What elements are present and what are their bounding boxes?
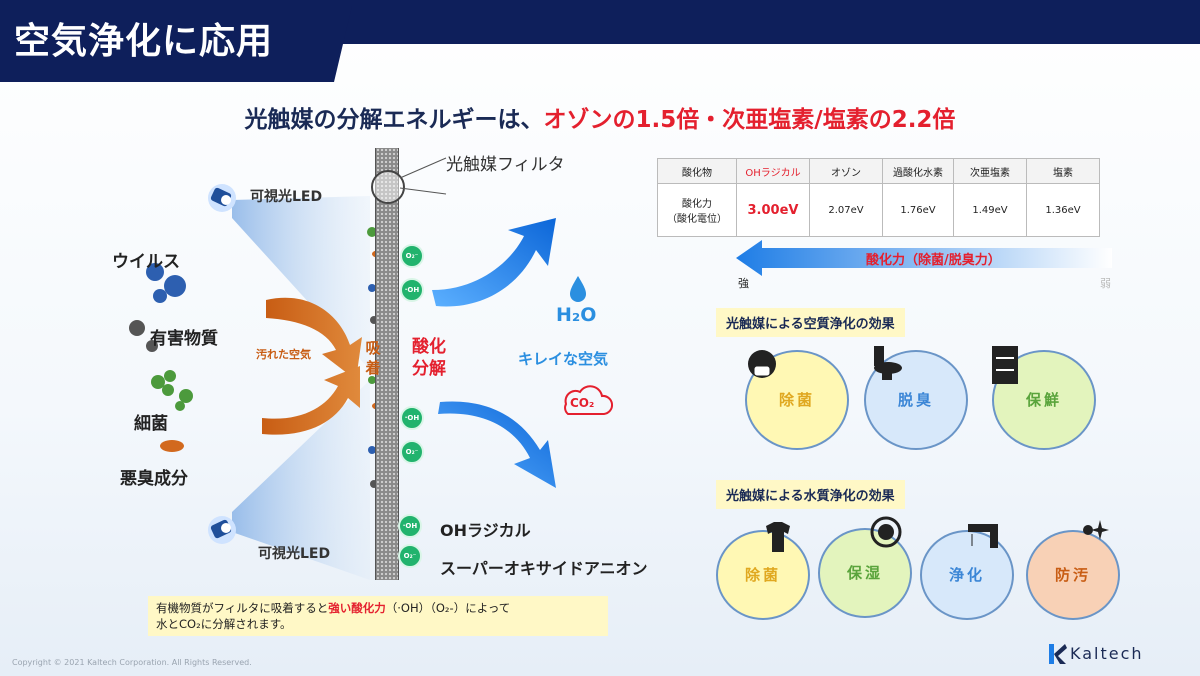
led-icon-top (208, 184, 236, 212)
row-label-main: 酸化力 (682, 199, 712, 210)
title-tab: 空気浄化に応用 (0, 6, 352, 82)
table-cell: 1.76eV (882, 183, 954, 237)
water-effect-purify: 浄化 (920, 530, 1014, 620)
table-cell: 1.36eV (1026, 183, 1100, 237)
face-care-icon (870, 516, 902, 548)
brand-name: Kaltech (1070, 644, 1144, 663)
bacteria-icon (151, 370, 193, 411)
page-title: 空気浄化に応用 (14, 21, 274, 62)
water-effect-sterilize: 除菌 (716, 530, 810, 620)
oxidation-table: 酸化物 OHラジカル オゾン 過酸化水素 次亜塩素 塩素 酸化力 （酸化電位） … (657, 158, 1100, 237)
table-cell: 1.49eV (953, 183, 1027, 237)
weak-label: 弱 (1100, 277, 1111, 290)
note-text1: 有機物質がフィルタに吸着すると (156, 601, 329, 615)
note-text2: （·OH）（O₂-）によって (385, 601, 511, 615)
dirty-air-arrow-top (266, 297, 362, 380)
headline-part1: 光触媒の分解エネルギーは、 (244, 107, 544, 133)
filter-magnifier (371, 170, 405, 204)
table-cell: 2.07eV (809, 183, 883, 237)
dirty-air-label: 汚れた空気 (256, 348, 311, 361)
odor-icon (160, 440, 184, 452)
pollutant-harmful: 有害物質 (150, 329, 218, 349)
oxidize-label: 酸化分解 (412, 337, 446, 379)
virus-icon (146, 263, 186, 303)
note-text3: 水とCO₂に分解されます。 (156, 617, 292, 631)
oxidation-label: 酸化力（除菌/脱臭力） (866, 253, 1001, 268)
adsorb-label: 吸着 (365, 339, 381, 377)
ion-oh: ·OH (400, 278, 424, 302)
mask-person-icon (748, 350, 776, 378)
clean-air-label: キレイな空気 (518, 350, 609, 368)
clean-air-arrow-up (432, 218, 556, 307)
ion-o2: O₂⁻ (400, 244, 424, 268)
explanation-note: 有機物質がフィルタに吸着すると強い酸化力（·OH）（O₂-）によって 水とCO₂… (148, 596, 608, 636)
strong-label: 強 (738, 277, 749, 290)
water-drop-icon (570, 276, 586, 302)
faucet-icon (968, 524, 998, 548)
air-effects-title: 光触媒による空質浄化の効果 (716, 308, 905, 337)
table-header: オゾン (809, 158, 883, 184)
harmful-substance-icon (129, 320, 158, 352)
dirty-air-arrow-bottom (262, 366, 360, 435)
diagram-graphics (129, 184, 613, 580)
sparkle-icon (1083, 520, 1109, 540)
clean-air-arrow-down (438, 401, 556, 488)
led-icon-bottom (208, 516, 236, 544)
row-label-sub: （酸化電位） (667, 214, 727, 225)
ion-oh: ·OH (400, 406, 424, 430)
clothes-icon (766, 522, 790, 552)
toilet-icon (874, 346, 902, 380)
water-effects-title: 光触媒による水質浄化の効果 (716, 480, 905, 509)
refrigerator-icon (992, 346, 1018, 384)
pollutant-virus: ウイルス (112, 252, 180, 272)
table-header: 次亜塩素 (953, 158, 1027, 184)
ion-oh-legend: ·OH (398, 514, 422, 538)
table-row-label: 酸化力 （酸化電位） (657, 183, 737, 237)
table-header: 塩素 (1026, 158, 1100, 184)
headline-part2: オゾンの1.5倍・次亜塩素/塩素の2.2倍 (543, 107, 956, 133)
water-label: H₂O (556, 304, 597, 326)
filter-label: 光触媒フィルタ (446, 155, 565, 175)
ion-o2: O₂⁻ (400, 440, 424, 464)
led-beam-bottom (232, 380, 370, 580)
cloud-icon (564, 385, 613, 415)
water-effect-antifouling: 防汚 (1026, 530, 1120, 620)
pollutant-odor: 悪臭成分 (120, 469, 188, 489)
table-header: 過酸化水素 (882, 158, 954, 184)
co2-label: CO₂ (570, 396, 595, 410)
table-header: OHラジカル (736, 158, 810, 184)
legend-o2: スーパーオキサイドアニオン (440, 559, 648, 578)
legend-oh: OHラジカル (440, 521, 531, 540)
headline: 光触媒の分解エネルギーは、オゾンの1.5倍・次亜塩素/塩素の2.2倍 (0, 100, 1200, 134)
led-label-bottom: 可視光LED (258, 546, 331, 562)
ion-o2-legend: O₂⁻ (398, 544, 422, 568)
led-label-top: 可視光LED (250, 189, 323, 205)
filter-leader-lines (399, 157, 447, 195)
note-text-red: 強い酸化力 (328, 601, 386, 615)
copyright: Copyright © 2021 Kaltech Corporation. Al… (12, 658, 252, 667)
table-cell: 3.00eV (736, 183, 810, 237)
photocatalyst-filter (375, 148, 399, 580)
kaltech-logo-icon (1049, 644, 1067, 664)
oxidation-arrow (736, 240, 1112, 276)
table-header: 酸化物 (657, 158, 737, 184)
pollutant-bacteria: 細菌 (134, 414, 168, 434)
